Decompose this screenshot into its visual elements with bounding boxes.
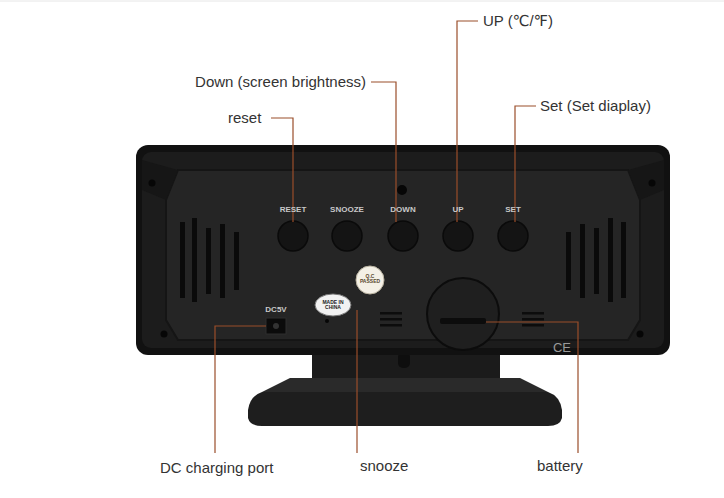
callout-label: DC charging port <box>160 459 273 477</box>
callout-label: battery <box>537 457 583 475</box>
button-label: SNOOZE <box>330 205 364 215</box>
port-label: DC5V <box>265 305 286 315</box>
callout-label: Set (Set diaplay) <box>540 97 651 115</box>
sticker-text: MADE IN CHINA <box>319 300 347 311</box>
sticker-text: Q.C PASSED <box>359 274 381 285</box>
certification-mark: CE <box>553 340 571 356</box>
callout-label: Down (screen brightness) <box>195 73 366 91</box>
button-label: UP <box>452 205 463 215</box>
button-label: DOWN <box>390 205 415 215</box>
button-label: RESET <box>280 205 307 215</box>
callout-label: UP (℃/℉) <box>483 12 553 30</box>
callout-label: reset <box>228 109 261 127</box>
button-label: SET <box>505 205 521 215</box>
callout-label: snooze <box>360 457 408 475</box>
